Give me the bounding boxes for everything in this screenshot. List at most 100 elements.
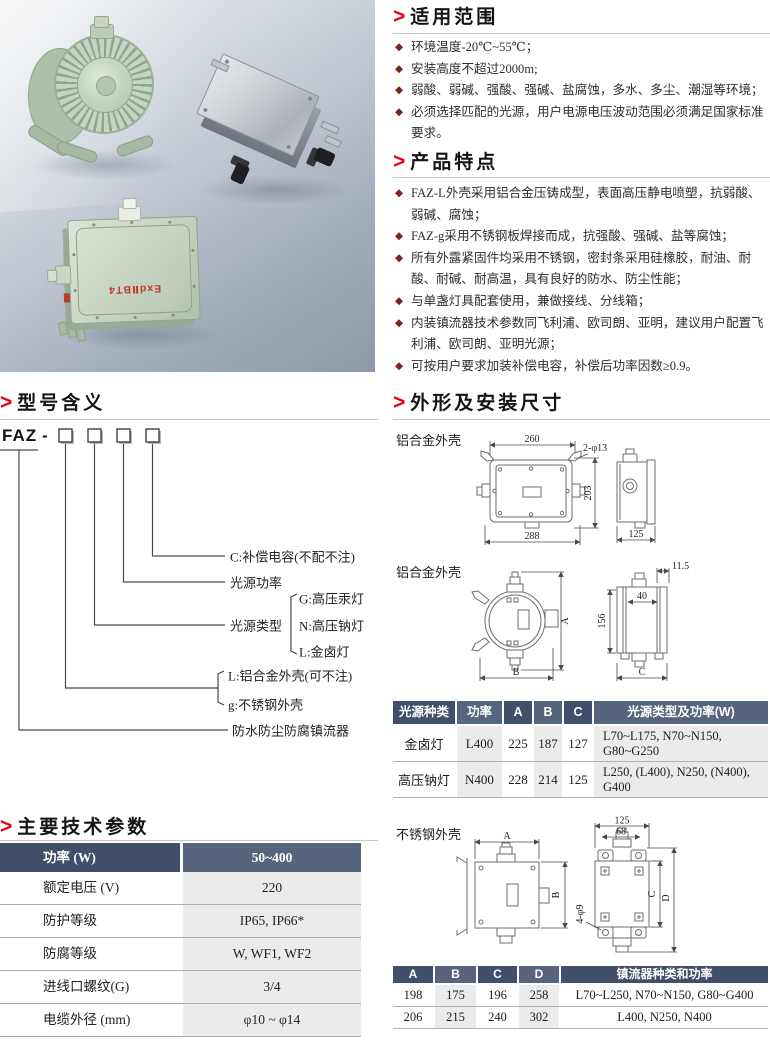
- list-item: ◆可按用户要求加装补偿电容，补偿后功率因数≥0.9。: [395, 356, 768, 378]
- section-rule: [393, 33, 770, 34]
- box-lid-plate: [75, 224, 193, 316]
- dim-c: C: [647, 890, 658, 897]
- param-value: 220: [183, 872, 361, 904]
- header-cell: D: [519, 966, 559, 983]
- section-arrow-icon: >: [393, 150, 406, 173]
- product-photo-circular-ballast: [26, 16, 163, 170]
- param-value: IP65, IP66*: [183, 905, 361, 937]
- diamond-bullet-icon: ◆: [395, 360, 404, 372]
- cable-gland: [229, 161, 251, 186]
- header-cell: 功率 (W): [0, 843, 180, 872]
- screw: [133, 315, 137, 320]
- screw: [285, 144, 292, 150]
- section-header-features: > 产品特点: [393, 147, 498, 174]
- table-row: 防护等级 IP65, IP66*: [0, 905, 361, 938]
- model-prefix: FAZ: [2, 426, 38, 445]
- drawing-alu-rect-box: 260 2-φ13 203 288: [476, 434, 656, 545]
- list-item-text: 内装镇流器技术参数同飞利浦、欧司朗、亚明，建议用户配置飞利浦、欧司朗、亚明光源；: [411, 315, 764, 352]
- drawing-label-steel: 不锈钢外壳: [396, 827, 462, 842]
- table-row: 电缆外径 (mm) φ10 ~ φ14: [0, 1004, 361, 1037]
- left-cable-gland-cap: [46, 269, 58, 283]
- param-label: 额定电压 (V): [43, 880, 120, 895]
- screw: [92, 223, 96, 227]
- section-title-model: 型号含义: [17, 393, 106, 414]
- mounting-leg: [115, 133, 155, 159]
- screw: [171, 313, 175, 317]
- dim-68: 68: [616, 827, 626, 838]
- dim-125: 125: [615, 816, 630, 827]
- diamond-bullet-icon: ◆: [395, 231, 404, 243]
- cell: 127: [568, 735, 588, 751]
- diamond-bullet-icon: ◆: [395, 295, 404, 307]
- diamond-bullet-icon: ◆: [395, 188, 404, 199]
- cell: 214: [534, 762, 562, 797]
- list-item-text: 必须选择匹配的光源，用户电源电压波动范围必须满足国家标准要求。: [411, 104, 764, 141]
- header-cell: 光源类型及功率(W): [594, 701, 768, 724]
- dim-11-5: 11.5: [672, 561, 689, 572]
- list-item: ◆必须选择匹配的光源，用户电源电压波动范围必须满足国家标准要求。: [395, 102, 768, 145]
- dim-260: 260: [525, 434, 540, 445]
- cell: 196: [488, 988, 507, 1002]
- cell: L400: [457, 726, 502, 761]
- ex-rating-badge: ExdⅡBT4: [107, 282, 162, 296]
- dim-a: A: [560, 617, 571, 625]
- list-item-text: 安装高度不超过2000m;: [411, 61, 538, 76]
- list-item-text: 环境温度-20℃~55℃；: [411, 40, 539, 54]
- param-label: 防护等级: [43, 913, 97, 928]
- list-item: ◆FAZ-L外壳采用铝合金压铸成型，表面高压静电喷塑，抗弱酸、弱碱、腐蚀；: [395, 183, 768, 226]
- cell: 225: [508, 735, 528, 751]
- drawing-alu-round-box: A B 11.5 40 156 C: [471, 561, 689, 681]
- cell: 302: [519, 1007, 559, 1028]
- cell: 198: [403, 988, 423, 1002]
- cell: 258: [519, 985, 559, 1006]
- cell: 215: [435, 1007, 476, 1028]
- cell: 206: [403, 1010, 423, 1024]
- tree-label-type-g: G:高压汞灯: [299, 591, 365, 607]
- header-cell: A: [393, 966, 433, 983]
- model-tree-diagram: [0, 428, 298, 731]
- list-item: ◆环境温度-20℃~55℃；: [395, 37, 768, 59]
- features-list: ◆FAZ-L外壳采用铝合金压铸成型，表面高压静电喷塑，抗弱酸、弱碱、腐蚀； ◆F…: [395, 183, 768, 377]
- section-rule: [393, 177, 770, 178]
- screw: [168, 220, 172, 224]
- model-prefix-dash: -: [42, 426, 49, 445]
- header-cell: 光源种类: [393, 701, 455, 724]
- mounting-ear: [324, 135, 342, 148]
- dim-4xd9: 4-φ9: [575, 904, 586, 923]
- cell: 228: [508, 771, 528, 787]
- section-arrow-icon: >: [0, 391, 13, 414]
- param-label: 防腐等级: [43, 946, 97, 961]
- section-rule: [0, 840, 378, 841]
- section-rule: [393, 419, 770, 420]
- cell: N400: [457, 762, 502, 797]
- header-cell: A: [504, 701, 532, 724]
- mounting-foot: [75, 327, 87, 342]
- screw: [191, 248, 195, 252]
- tree-label-source-type: 光源类型: [230, 618, 283, 634]
- cell: 125: [568, 771, 588, 787]
- dim-203: 203: [583, 486, 594, 501]
- diamond-bullet-icon: ◆: [395, 252, 404, 264]
- left-cable-gland: [54, 265, 72, 285]
- table-row: 金卤灯 L400 225 187 127 L70~L175, N70~N150,…: [393, 726, 768, 762]
- param-label: 电缆外径 (mm): [43, 1012, 131, 1027]
- section-header-scope: > 适用范围: [393, 2, 498, 29]
- diamond-bullet-icon: ◆: [395, 63, 404, 75]
- dim-c: C: [639, 667, 646, 678]
- cell: L400, N250, N400: [617, 1010, 712, 1024]
- section-header-model: > 型号含义: [0, 388, 105, 415]
- dim-288: 288: [525, 531, 540, 542]
- dim-156: 156: [597, 614, 608, 629]
- tree-label-base: 防水防尘防腐镇流器: [232, 723, 350, 739]
- screw: [73, 289, 77, 293]
- dim-2xd13: 2-φ13: [583, 443, 607, 454]
- product-shadow: [200, 175, 350, 205]
- section-arrow-icon: >: [0, 815, 13, 838]
- drawing-label-alu1: 铝合金外壳: [396, 433, 462, 448]
- cell: 金卤灯: [404, 737, 444, 752]
- header-cell: 功率: [457, 701, 502, 724]
- table-row: 高压钠灯 N400 228 214 125 L250, (L400), N250…: [393, 762, 768, 798]
- section-header-dims: > 外形及安装尺寸: [393, 388, 564, 415]
- mounting-ear: [320, 120, 340, 135]
